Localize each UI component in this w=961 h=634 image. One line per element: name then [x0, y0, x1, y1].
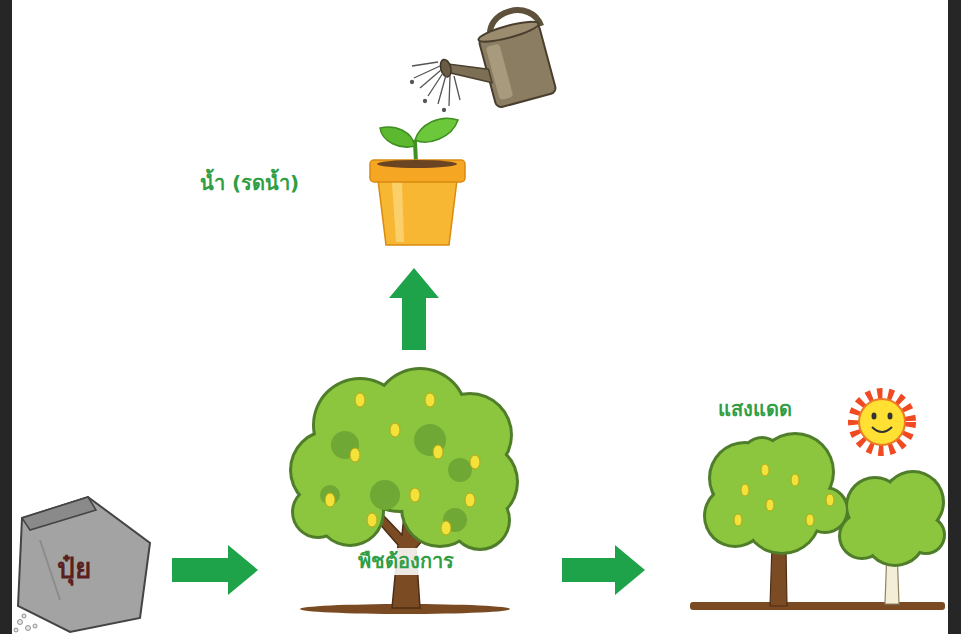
block-arrow	[562, 545, 645, 595]
node-label: พืชต้องการ	[354, 548, 458, 575]
node-label: แสงแดด	[718, 396, 792, 423]
block-arrow	[172, 545, 258, 595]
sun	[854, 394, 910, 450]
watering-can	[431, 4, 559, 119]
water-spray	[411, 62, 461, 112]
fertilizer-node: ปุ๋ย	[15, 495, 152, 630]
water-node: น้ำ (รดน้ำ)	[200, 125, 465, 245]
sunlight-node: แสงแดด	[690, 390, 948, 612]
plant-pot	[370, 118, 465, 245]
fertilizer-bag	[14, 497, 150, 632]
plant-node: พืชต้องการ	[300, 370, 512, 612]
node-label: น้ำ (รดน้ำ)	[200, 170, 299, 197]
block-arrow	[389, 268, 439, 350]
fruit-tree	[289, 367, 519, 614]
node-label: ปุ๋ย	[57, 550, 91, 588]
tree-pair	[690, 432, 946, 610]
